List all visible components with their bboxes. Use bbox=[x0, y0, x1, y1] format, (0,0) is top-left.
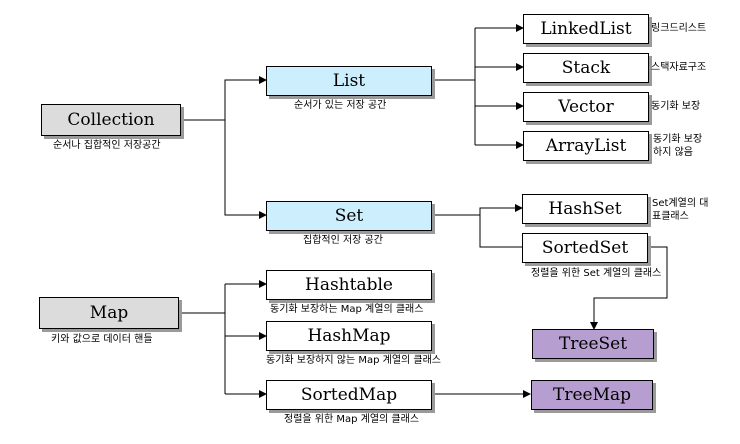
sortedset-title: SortedSet bbox=[541, 238, 629, 258]
hashset-desc-line1: Set계열의 대 bbox=[652, 198, 709, 209]
hashtable-desc: 동기화 보장하는 Map 계열의 클래스 bbox=[270, 304, 424, 315]
sortedset-node: SortedSet bbox=[522, 233, 648, 263]
hashtable-node: Hashtable bbox=[266, 270, 432, 300]
hashset-desc-line2: 표클래스 bbox=[652, 211, 689, 222]
arraylist-node: ArrayList bbox=[523, 131, 649, 161]
set-desc: 집합적인 저장 공간 bbox=[303, 235, 383, 246]
linkedlist-title: LinkedList bbox=[540, 19, 632, 39]
hashmap-title: HashMap bbox=[307, 326, 391, 346]
edge-set-sortedset bbox=[479, 215, 522, 248]
linkedlist-desc: 링크드리스트 bbox=[651, 23, 707, 34]
vector-node: Vector bbox=[523, 92, 649, 122]
collection-desc: 순서나 집합적인 저장공간 bbox=[53, 140, 161, 151]
treeset-node: TreeSet bbox=[532, 329, 654, 359]
arraylist-desc-line1: 동기화 보장 bbox=[653, 134, 703, 145]
treemap-title: TreeMap bbox=[552, 385, 631, 405]
vector-title: Vector bbox=[558, 97, 614, 117]
hashset-title: HashSet bbox=[548, 199, 622, 219]
collection-node: Collection bbox=[41, 104, 181, 136]
hashmap-node: HashMap bbox=[266, 321, 432, 351]
arraylist-desc-line2: 하지 않음 bbox=[653, 147, 693, 158]
edge-sortedset-treeset bbox=[590, 246, 668, 330]
treeset-title: TreeSet bbox=[558, 334, 628, 354]
stack-node: Stack bbox=[523, 53, 649, 83]
list-title: List bbox=[332, 71, 366, 91]
edge-collection-set bbox=[224, 120, 267, 219]
arraylist-title: ArrayList bbox=[545, 136, 627, 156]
treemap-node: TreeMap bbox=[531, 380, 653, 410]
stack-title: Stack bbox=[561, 58, 611, 78]
sortedmap-node: SortedMap bbox=[266, 380, 432, 410]
map-desc: 키와 값으로 데이터 핸들 bbox=[51, 334, 153, 345]
set-node: Set bbox=[266, 201, 432, 231]
sortedmap-desc: 정렬을 위한 Map 계열의 클래스 bbox=[284, 414, 420, 425]
vector-desc: 동기화 보장 bbox=[651, 101, 701, 112]
sortedset-desc: 정렬을 위한 Set 계열의 클래스 bbox=[531, 268, 662, 279]
map-title: Map bbox=[89, 303, 129, 323]
list-desc: 순서가 있는 저장 공간 bbox=[294, 100, 387, 111]
hashset-node: HashSet bbox=[522, 194, 648, 224]
hashmap-desc: 동기화 보장하지 않는 Map 계열의 클래스 bbox=[266, 355, 441, 366]
sortedmap-title: SortedMap bbox=[300, 385, 398, 405]
set-title: Set bbox=[334, 206, 364, 226]
map-node: Map bbox=[39, 297, 179, 329]
list-node: List bbox=[266, 66, 432, 96]
collection-title: Collection bbox=[67, 110, 155, 130]
stack-desc: 스택자료구조 bbox=[651, 62, 707, 73]
edge-collection-list bbox=[180, 76, 267, 121]
linkedlist-node: LinkedList bbox=[523, 14, 649, 44]
hashtable-title: Hashtable bbox=[305, 275, 393, 295]
